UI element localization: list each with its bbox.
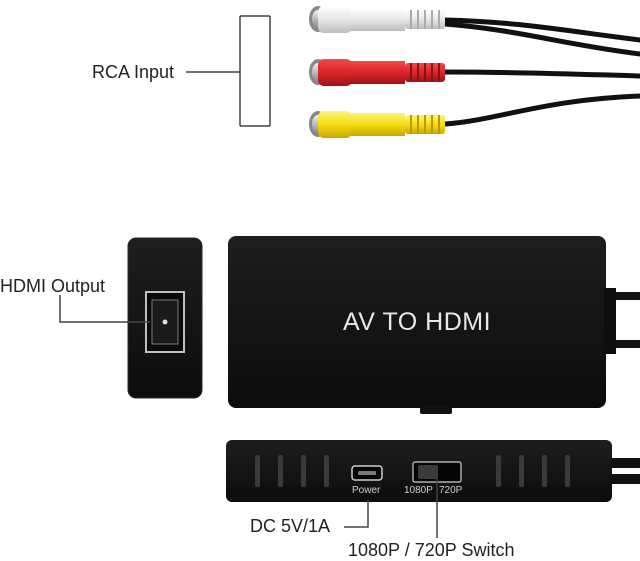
rca-input-label: RCA Input <box>92 62 175 82</box>
switch-1080-label: 1080P <box>404 485 433 496</box>
rca-cables <box>442 17 640 127</box>
device-name-label: AV TO HDMI <box>342 307 492 336</box>
dc-power-label: DC 5V/1A <box>250 516 331 536</box>
power-port-label: Power <box>352 485 381 496</box>
rca-plug-red <box>309 59 445 86</box>
hdmi-callout-line <box>59 295 150 323</box>
hdmi-output-label: HDMI Output <box>0 276 106 296</box>
rca-plug-white <box>309 6 445 33</box>
converter-body <box>228 236 640 414</box>
converter-side-view <box>226 440 640 502</box>
resolution-switch-label: 1080P / 720P Switch <box>348 540 515 560</box>
switch-720-label: 720P <box>439 485 463 496</box>
rca-bracket <box>186 15 271 127</box>
hdmi-end-view <box>127 237 203 399</box>
rca-plug-yellow <box>309 111 445 138</box>
bottom-callout-lines <box>344 478 438 538</box>
